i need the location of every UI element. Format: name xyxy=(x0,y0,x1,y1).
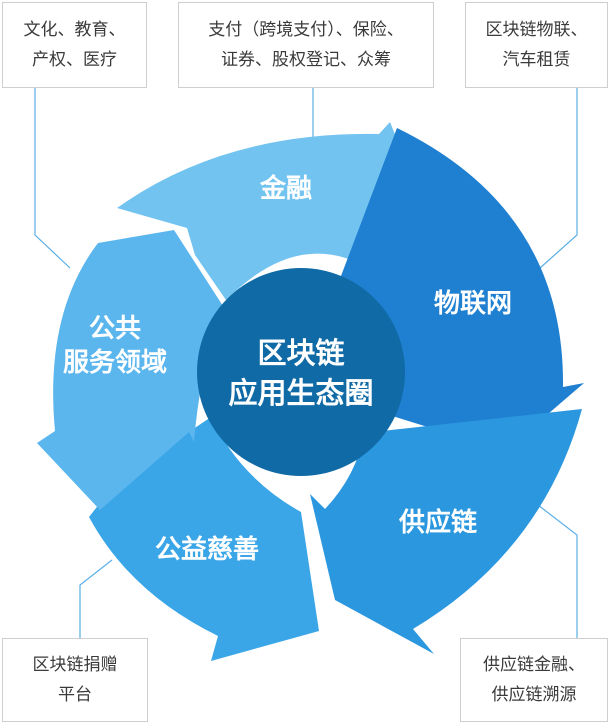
segment-label-supply: 供应链 xyxy=(398,508,477,538)
segment-label-charity: 公益慈善 xyxy=(154,535,259,565)
callout-bottom-left-line1: 区块链捐赠 xyxy=(32,655,118,675)
connector-bottom-left xyxy=(79,559,113,638)
callout-bottom-left: 区块链捐赠 平台 xyxy=(2,638,148,722)
segment-label-public-line2: 服务领域 xyxy=(62,348,167,378)
callout-top-middle: 支付（跨境支付）、保险、 证券、股权登记、众筹 xyxy=(178,2,434,88)
connector-top-right xyxy=(539,88,578,269)
center-title-line1: 区块链 xyxy=(257,336,345,370)
segment-label-iot: 物联网 xyxy=(433,289,512,319)
center-title-line2: 应用生态圈 xyxy=(228,376,374,410)
segment-charity xyxy=(89,417,319,661)
segment-label-public: 公共 服务领域 xyxy=(40,312,190,380)
callout-top-middle-line2: 证券、股权登记、众筹 xyxy=(221,50,391,70)
segment-label-finance: 金融 xyxy=(259,174,312,204)
callout-top-left: 文化、教育、 产权、医疗 xyxy=(2,2,147,88)
center-circle xyxy=(197,268,405,476)
callout-bottom-left-line2: 平台 xyxy=(58,685,92,705)
connector-top-left xyxy=(34,88,71,269)
segment-public xyxy=(37,230,223,510)
callout-bottom-right-line2: 供应链溯源 xyxy=(491,685,577,705)
callout-top-right-line2: 汽车租赁 xyxy=(502,50,571,70)
segment-finance xyxy=(117,122,425,300)
callout-top-right-line1: 区块链物联、 xyxy=(485,20,588,40)
segment-supply xyxy=(310,409,582,654)
callout-top-left-line1: 文化、教育、 xyxy=(23,20,126,40)
segment-label-public-line1: 公共 xyxy=(88,314,141,344)
callout-top-right: 区块链物联、 汽车租赁 xyxy=(465,2,608,88)
callout-bottom-right: 供应链金融、 供应链溯源 xyxy=(460,638,608,722)
callout-top-left-line2: 产权、医疗 xyxy=(32,50,117,70)
center-title: 区块链 应用生态圈 xyxy=(221,333,381,413)
callout-top-middle-line1: 支付（跨境支付）、保险、 xyxy=(208,20,404,40)
callout-bottom-right-line1: 供应链金融、 xyxy=(483,655,585,675)
connector-bottom-right xyxy=(537,504,578,638)
